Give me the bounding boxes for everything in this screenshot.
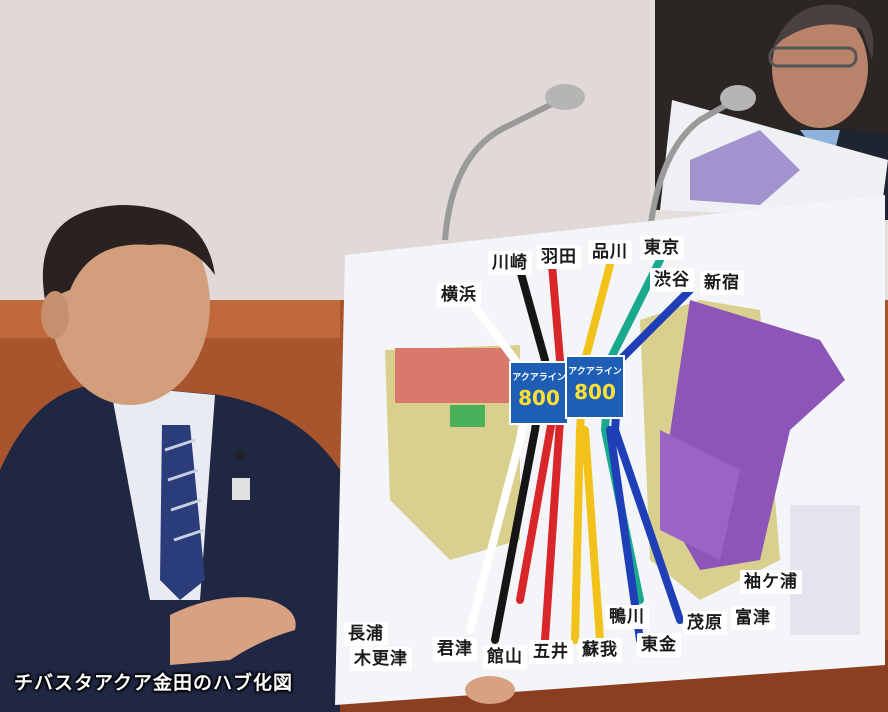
mic-stand-left xyxy=(442,97,562,241)
speaker-tie xyxy=(160,425,205,600)
badge-line2-right: 800 xyxy=(574,380,616,404)
label-shinjuku: 新宿 xyxy=(700,271,744,295)
speaker-ear xyxy=(41,291,69,339)
badge-line2-left: 800 xyxy=(518,386,560,410)
label-nagaura: 長浦 xyxy=(344,622,388,646)
label-tokyo: 東京 xyxy=(640,236,684,260)
label-soga: 蘇我 xyxy=(578,638,622,662)
label-goi: 五井 xyxy=(529,640,573,664)
seated-man-glasses xyxy=(768,46,858,68)
mic-head-right xyxy=(720,85,756,111)
label-yokohama: 横浜 xyxy=(437,283,481,307)
label-mobara: 茂原 xyxy=(683,611,727,635)
speaker-tie-stripes xyxy=(164,438,205,542)
label-futtsu: 富津 xyxy=(731,606,775,630)
badge-line1-left: アクアライン xyxy=(512,372,566,383)
poster-zone-green xyxy=(450,405,485,427)
label-togane: 東金 xyxy=(637,633,681,657)
aqualine-badge: アクアライン 800 アクアライン 800 xyxy=(509,355,625,425)
badge-line1-right: アクアライン xyxy=(568,366,622,377)
label-haneda: 羽田 xyxy=(537,245,581,269)
mic-stand-right xyxy=(647,97,737,231)
label-sodegaura: 袖ケ浦 xyxy=(740,570,802,594)
label-kisarazu: 木更津 xyxy=(350,647,412,671)
label-kawasaki: 川崎 xyxy=(488,251,532,275)
label-shinagawa: 品川 xyxy=(588,240,632,264)
ribbon-red-2 xyxy=(541,416,564,644)
lapel-pin xyxy=(235,450,245,460)
mic-head-left xyxy=(545,84,585,110)
photo-caption: チバスタアクア金田のハブ化図 xyxy=(14,672,294,694)
small-document-map xyxy=(690,130,800,205)
poster-zone-salmon xyxy=(395,348,510,403)
label-shibuya: 渋谷 xyxy=(650,268,694,292)
label-kimitsu: 君津 xyxy=(433,637,477,661)
speaker-hair xyxy=(42,205,215,300)
holding-hand xyxy=(465,676,515,704)
badge-card-left xyxy=(509,361,569,425)
label-tateyama: 館山 xyxy=(483,645,527,669)
badge-card-right xyxy=(565,355,625,419)
ribbon-yellow-2 xyxy=(581,426,604,644)
lapel-badge xyxy=(232,478,250,500)
seated-man-head xyxy=(772,8,868,128)
label-kamogawa: 鴨川 xyxy=(605,605,649,629)
seated-man-hair xyxy=(772,4,874,60)
poster-zone-purple-2 xyxy=(660,430,740,560)
speaker-hand xyxy=(170,597,296,665)
